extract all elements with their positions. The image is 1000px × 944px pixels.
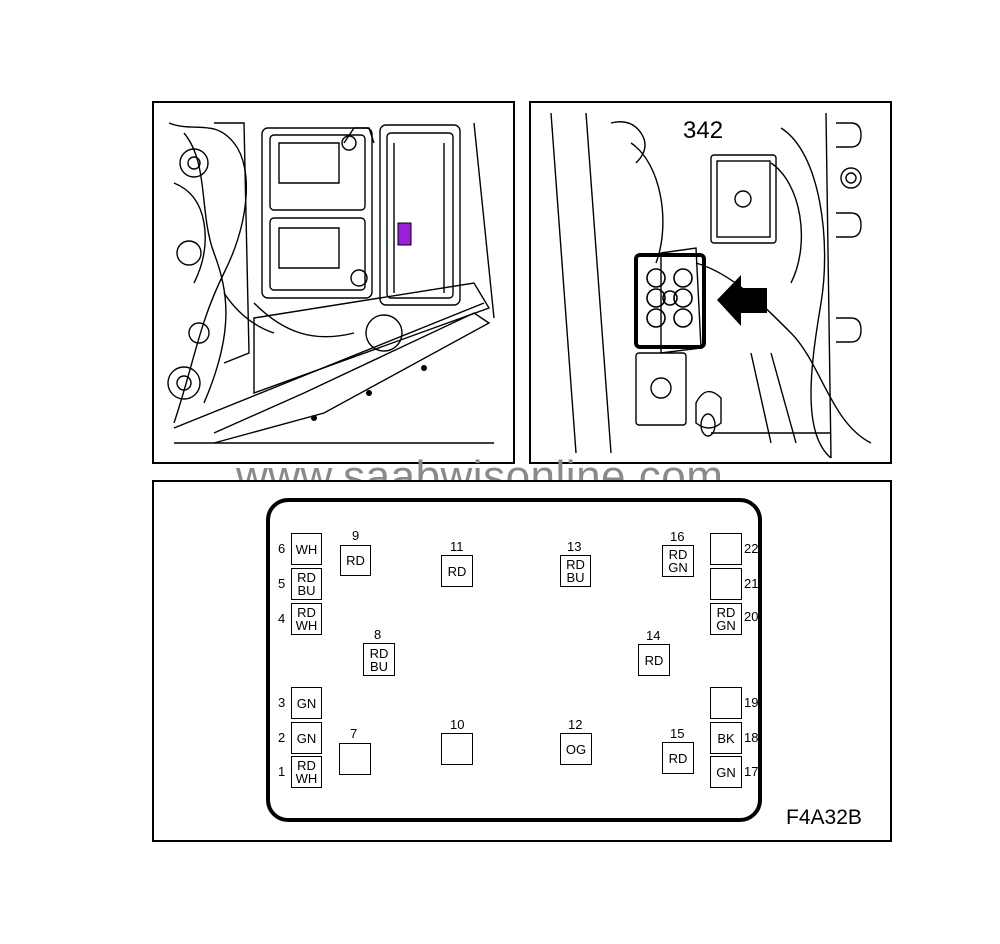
pin-number-13: 13: [567, 539, 582, 554]
connector-pinout-panel: [152, 480, 892, 842]
callout-number: 342: [683, 117, 724, 144]
relay-box-detail-illustration: 342: [529, 101, 892, 464]
pin-number-4: 4: [278, 611, 286, 626]
pin-14-wire-color: RD: [638, 644, 670, 676]
pin-4-wire-color: RD WH: [291, 603, 322, 635]
pin-number-15: 15: [670, 726, 685, 741]
pin-number-11: 11: [450, 539, 464, 554]
pin-number-19: 19: [744, 695, 759, 710]
pin-11-wire-color: RD: [441, 555, 473, 587]
pin-number-7: 7: [350, 726, 358, 741]
pin-8-wire-color: RD BU: [363, 643, 395, 676]
pin-number-2: 2: [278, 730, 286, 745]
pin-number-8: 8: [374, 627, 382, 642]
pin-9-wire-color: RD: [340, 545, 371, 576]
figure-code: F4A32B: [786, 806, 862, 829]
pin-20-wire-color: RD GN: [710, 603, 742, 635]
pin-12-wire-color: OG: [560, 733, 592, 765]
pin-19-wire-color: [710, 687, 742, 719]
pin-3-wire-color: GN: [291, 687, 322, 719]
engine-bay-illustration: [152, 101, 515, 464]
pin-number-17: 17: [744, 764, 759, 779]
pin-1-wire-color: RD WH: [291, 756, 322, 788]
pin-21-wire-color: [710, 568, 742, 600]
pin-16-wire-color: RD GN: [662, 545, 694, 577]
pin-10-wire-color: [441, 733, 473, 765]
pin-number-3: 3: [278, 695, 286, 710]
pin-number-12: 12: [568, 717, 583, 732]
pin-number-16: 16: [670, 529, 685, 544]
pin-13-wire-color: RD BU: [560, 555, 591, 587]
engine-bay-drawing: [167, 122, 495, 444]
pin-number-5: 5: [278, 576, 286, 591]
pin-number-18: 18: [744, 730, 759, 745]
pin-number-21: 21: [744, 576, 759, 591]
pin-6-wire-color: WH: [291, 533, 322, 565]
relay-box-drawing: [550, 112, 872, 459]
connector-outline: [266, 498, 762, 822]
pin-number-6: 6: [278, 541, 286, 556]
pin-15-wire-color: RD: [662, 742, 694, 774]
pin-number-14: 14: [646, 628, 661, 643]
pin-22-wire-color: [710, 533, 742, 565]
pin-number-20: 20: [744, 609, 759, 624]
pin-18-wire-color: BK: [710, 722, 742, 754]
pin-number-22: 22: [744, 541, 759, 556]
pin-2-wire-color: GN: [291, 722, 322, 754]
pin-number-10: 10: [450, 717, 465, 732]
pin-17-wire-color: GN: [710, 756, 742, 788]
pin-number-1: 1: [278, 764, 286, 779]
pin-number-9: 9: [352, 528, 360, 543]
pin-5-wire-color: RD BU: [291, 568, 322, 600]
pin-7-wire-color: [339, 743, 371, 775]
